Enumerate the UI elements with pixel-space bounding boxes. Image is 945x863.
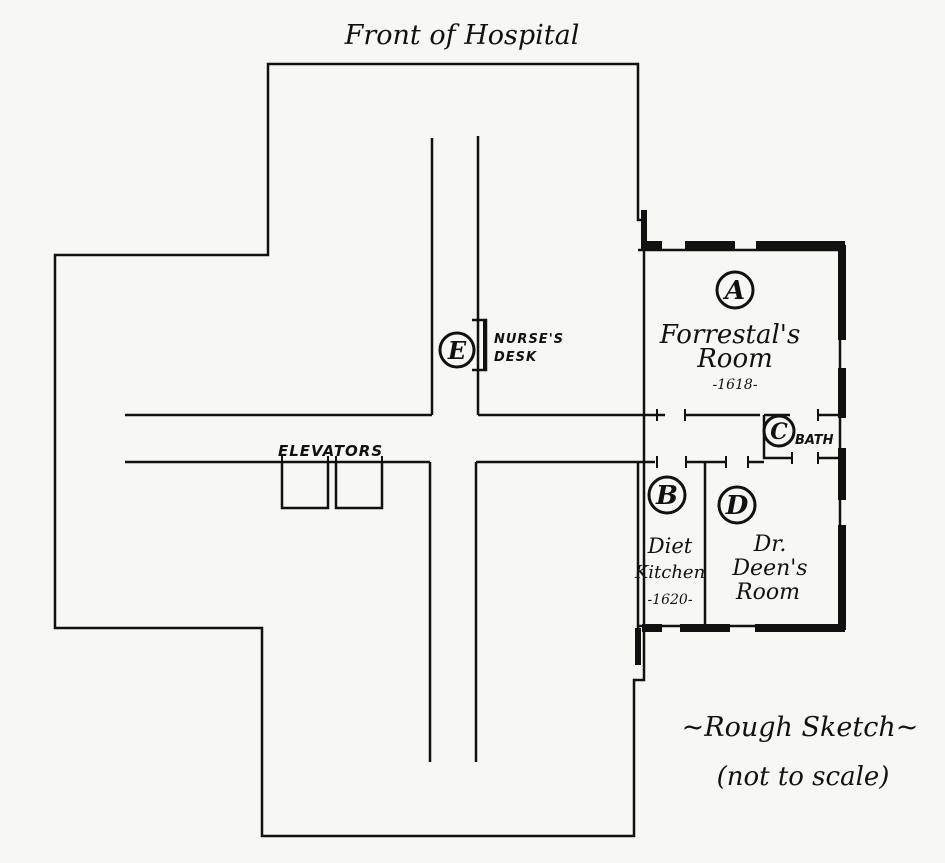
svg-text:C: C	[770, 419, 788, 445]
nurses-desk-line1: NURSE'S	[494, 332, 564, 347]
room-a-name-line1: Forrestal's	[659, 320, 801, 350]
room-a-name-line2: Room	[696, 344, 773, 374]
svg-text:D: D	[725, 491, 749, 521]
room-b-name-line2: Kitchen	[634, 562, 705, 583]
nurses-desk-line2: DESK	[494, 350, 537, 365]
rough-sketch-label: ~Rough Sketch~	[682, 712, 919, 743]
room-e-marker: E	[438, 331, 476, 369]
room-d-name-line3: Room	[735, 580, 800, 605]
room-d-name-line1: Dr.	[753, 532, 787, 557]
elevators-label: ELEVATORS	[278, 442, 383, 460]
building-outline	[53, 62, 646, 838]
room-c-marker: C	[762, 414, 796, 448]
room-a-number: -1618-	[712, 377, 757, 393]
room-b-number: -1620-	[647, 592, 692, 608]
nurses-desk-bracket	[472, 318, 488, 372]
svg-text:A: A	[722, 276, 745, 306]
svg-text:E: E	[447, 336, 467, 365]
elevators	[280, 456, 384, 510]
room-d-marker: D	[717, 485, 757, 525]
not-to-scale-label: (not to scale)	[717, 762, 890, 792]
room-d-name-line2: Deen's	[731, 556, 807, 581]
room-a-marker: A	[715, 270, 755, 310]
front-of-hospital-label: Front of Hospital	[344, 20, 580, 51]
room-b-marker: B	[647, 475, 687, 515]
svg-text:B: B	[655, 481, 678, 511]
room-c-name: BATH	[795, 433, 834, 448]
suite-walls	[635, 210, 846, 665]
room-b-name-line1: Diet	[647, 534, 693, 558]
